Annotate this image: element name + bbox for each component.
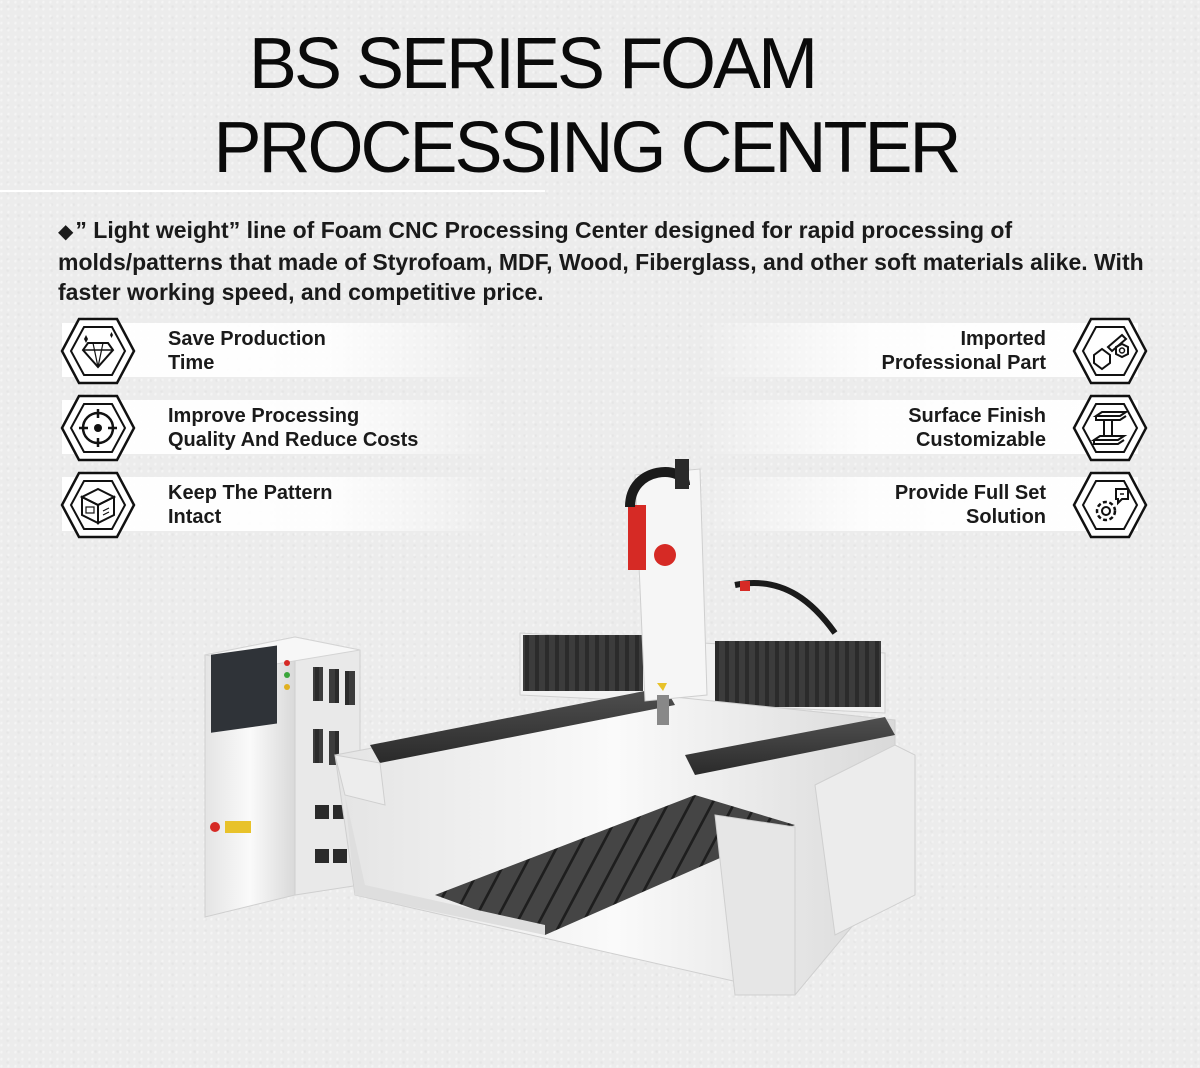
feature-label: Imported Professional Part	[881, 328, 1046, 374]
feature-band	[698, 477, 1138, 531]
feature-label: Surface Finish Customizable	[908, 405, 1046, 451]
feature-band	[698, 323, 1138, 377]
feature-label: Save Production Time	[168, 328, 326, 374]
cnc-machine-image	[204, 459, 916, 996]
feature-label: Provide Full Set Solution	[894, 482, 1046, 528]
feature-band	[62, 323, 502, 377]
feature-full-solution: Provide Full Set Solution	[600, 471, 1200, 539]
title-divider	[0, 190, 545, 192]
diamond-icon	[60, 317, 136, 385]
bolt-nut-icon	[1072, 317, 1148, 385]
title-line-1: BS SERIES FOAM	[248, 24, 818, 104]
feature-label: Improve Processing Quality And Reduce Co…	[168, 405, 419, 451]
feature-label: Keep The Pattern Intact	[168, 482, 333, 528]
diamond-bullet-icon: ◆	[58, 221, 74, 243]
control-cabinet	[204, 636, 361, 918]
gear-chat-icon	[1072, 471, 1148, 539]
steel-beam-icon	[1072, 394, 1148, 462]
feature-surface-finish: Surface Finish Customizable	[600, 394, 1200, 462]
machine-bed	[334, 687, 916, 996]
intro-text: ” Light weight” line of Foam CNC Process…	[58, 217, 1144, 305]
feature-keep-pattern: Keep The Pattern Intact	[0, 471, 600, 539]
feature-imported-part: Imported Professional Part	[600, 317, 1200, 385]
feature-band	[62, 400, 502, 454]
intro-paragraph: ◆” Light weight” line of Foam CNC Proces…	[58, 215, 1148, 307]
page-title: BS SERIES FOAM PROCESSING CENTER	[0, 22, 1160, 190]
package-box-icon	[60, 471, 136, 539]
target-icon	[60, 394, 136, 462]
feature-band	[62, 477, 502, 531]
feature-band	[698, 400, 1138, 454]
feature-save-time: Save Production Time	[0, 317, 600, 385]
title-line-2: PROCESSING CENTER	[213, 108, 961, 188]
feature-improve-quality: Improve Processing Quality And Reduce Co…	[0, 394, 600, 462]
spindle-head	[625, 459, 838, 725]
